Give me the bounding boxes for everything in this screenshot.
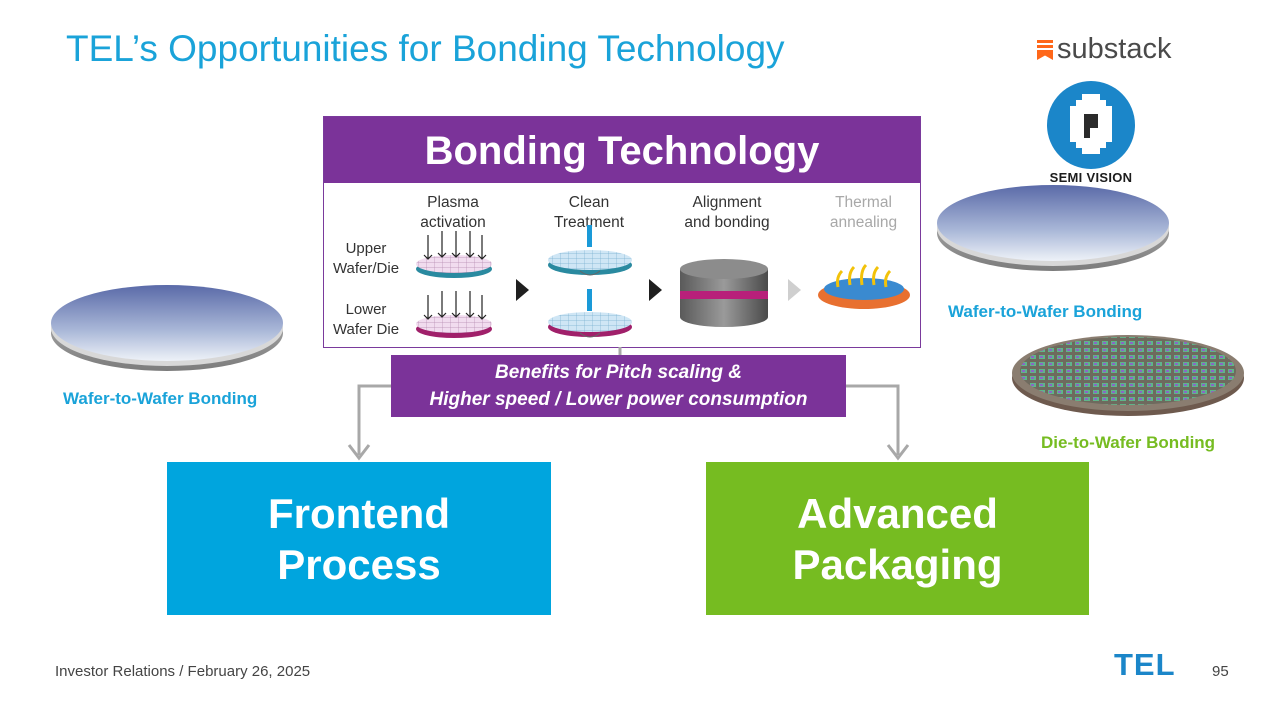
step-clean-treatment: Clean Treatment <box>553 194 625 231</box>
benefits-box: Benefits for Pitch scaling & Higher spee… <box>391 355 846 417</box>
wafer-right-icon <box>937 185 1169 271</box>
caption-left-wafer: Wafer-to-Wafer Bonding <box>63 389 258 408</box>
step-alignment-bonding: Alignment and bonding <box>684 194 770 231</box>
caption-right-wafer: Wafer-to-Wafer Bonding <box>948 302 1143 321</box>
bonded-stack-icon <box>680 259 768 327</box>
arrow-right-icon <box>516 279 529 301</box>
row-lower-wafer: Lower Wafer Die <box>332 301 400 338</box>
bonding-technology-header: Bonding Technology <box>324 117 920 183</box>
substack-watermark: substack <box>1037 33 1171 66</box>
tel-logo: TEL <box>1114 647 1176 682</box>
plasma-lower-wafer-icon <box>416 291 492 338</box>
frontend-process-box: Frontend Process <box>167 462 551 615</box>
clean-upper-wafer-icon <box>548 225 632 276</box>
step-thermal-annealing: Thermal annealing <box>829 194 898 231</box>
footer-text: Investor Relations / February 26, 2025 <box>55 663 311 680</box>
semivision-watermark: SEMI VISION <box>1022 78 1160 204</box>
bonding-technology-panel: Bonding Technology Plasma activation Cle… <box>323 116 921 348</box>
clean-lower-wafer-icon <box>548 289 632 338</box>
semivision-logo-icon <box>1047 81 1135 169</box>
row-upper-wafer: Upper Wafer/Die <box>332 240 400 277</box>
plasma-upper-wafer-icon <box>416 231 492 278</box>
caption-die-wafer: Die-to-Wafer Bonding <box>1041 433 1216 452</box>
step-plasma-activation: Plasma activation <box>420 194 486 231</box>
page-number: 95 <box>1212 663 1229 680</box>
thermal-annealing-icon <box>818 263 910 309</box>
substack-wordmark: substack <box>1057 33 1172 65</box>
advanced-packaging-box: Advanced Packaging <box>706 462 1089 615</box>
die-to-wafer-icon <box>1012 335 1244 416</box>
substack-logo-icon <box>1037 39 1053 60</box>
arrow-right-icon <box>788 279 801 301</box>
arrow-right-icon <box>649 279 662 301</box>
wafer-left-icon <box>51 285 283 371</box>
semivision-label: SEMI VISION <box>1049 170 1133 185</box>
slide-title: TEL’s Opportunities for Bonding Technolo… <box>66 28 785 69</box>
